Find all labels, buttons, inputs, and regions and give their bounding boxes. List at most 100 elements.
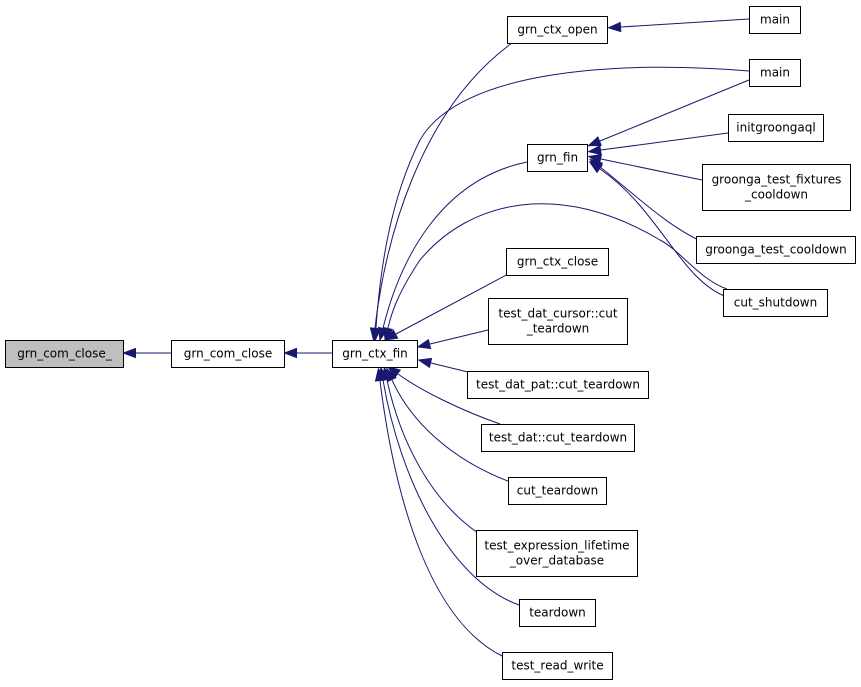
edge-test_read_write-to-grn_ctx_fin	[374, 367, 503, 657]
node-grn_fin[interactable]: grn_fin	[527, 144, 588, 172]
edge-groonga_test_fixtures_cooldown-to-grn_fin	[587, 153, 703, 181]
edge-line	[599, 168, 728, 298]
arrowhead-icon	[587, 153, 603, 165]
node-teardown[interactable]: teardown	[519, 599, 596, 627]
edge-line	[430, 362, 473, 374]
arrowhead-icon	[383, 329, 399, 341]
arrowhead-icon	[417, 357, 433, 369]
node-test_dat_cursor_cut_teardown[interactable]: test_dat_cursor::cut_teardown	[488, 298, 628, 345]
node-groonga_test_fixtures_cooldown[interactable]: groonga_test_fixtures_cooldown	[702, 164, 851, 211]
node-label: _cooldown	[744, 188, 808, 202]
node-grn_com_close_[interactable]: grn_com_close_	[5, 340, 124, 368]
node-cut_teardown[interactable]: cut_teardown	[508, 477, 607, 505]
node-box[interactable]	[488, 298, 628, 345]
edges-layer	[122, 18, 750, 657]
node-box[interactable]	[467, 371, 649, 399]
node-grn_ctx_open[interactable]: grn_ctx_open	[507, 16, 608, 44]
node-box[interactable]	[527, 144, 588, 172]
node-label: grn_ctx_fin	[342, 347, 408, 361]
node-test_dat_pat_cut_teardown[interactable]: test_dat_pat::cut_teardown	[467, 371, 649, 399]
edge-cut_shutdown-to-grn_ctx_fin	[382, 203, 728, 342]
edge-line	[395, 271, 513, 335]
edge-groonga_test_cooldown-to-grn_fin	[588, 158, 711, 246]
node-main_1[interactable]: main	[749, 6, 801, 34]
edge-test_dat_cut_teardown-to-grn_ctx_fin	[386, 365, 501, 425]
node-label: grn_com_close	[184, 347, 272, 361]
node-box[interactable]	[519, 599, 596, 627]
arrowhead-icon	[386, 365, 402, 379]
node-grn_com_close[interactable]: grn_com_close	[171, 340, 285, 368]
edge-line	[599, 79, 750, 142]
node-label: cut_teardown	[517, 484, 598, 498]
arrowhead-icon	[588, 161, 603, 174]
node-box[interactable]	[749, 6, 801, 34]
node-box[interactable]	[723, 289, 828, 317]
node-main_2[interactable]: main	[749, 59, 801, 87]
edge-line	[600, 132, 729, 151]
edge-line	[397, 373, 501, 425]
node-label: grn_fin	[537, 151, 578, 165]
node-label: main	[760, 13, 790, 27]
node-test_read_write[interactable]: test_read_write	[502, 652, 613, 680]
arrowhead-icon	[382, 326, 394, 342]
edge-cut_shutdown-to-grn_fin	[588, 161, 728, 298]
node-label: grn_com_close_	[17, 347, 112, 361]
edge-line	[375, 66, 750, 329]
node-box[interactable]	[506, 248, 609, 276]
edge-grn_com_close-to-grn_com_close_	[122, 347, 171, 359]
node-grn_ctx_close[interactable]: grn_ctx_close	[506, 248, 609, 276]
node-box[interactable]	[508, 477, 607, 505]
node-box[interactable]	[171, 340, 285, 368]
node-label: initgroongaql	[736, 121, 815, 135]
node-label: groonga_test_fixtures	[712, 173, 842, 187]
edge-main_1-to-grn_ctx_open	[607, 18, 750, 33]
arrowhead-icon	[416, 338, 432, 350]
node-initgroongaql[interactable]: initgroongaql	[728, 114, 824, 142]
node-label: groonga_test_cooldown	[705, 243, 847, 257]
edge-grn_ctx_fin-to-grn_com_close	[283, 347, 332, 359]
node-box[interactable]	[481, 424, 635, 452]
edge-initgroongaql-to-grn_fin	[587, 132, 729, 156]
edge-line	[374, 42, 513, 329]
arrowhead-icon	[607, 21, 622, 33]
node-box[interactable]	[5, 340, 124, 368]
edge-line	[391, 379, 514, 484]
edge-line	[379, 380, 503, 657]
node-box[interactable]	[507, 16, 608, 44]
node-label: test_dat::cut_teardown	[489, 431, 627, 445]
node-box[interactable]	[332, 340, 418, 368]
node-box[interactable]	[728, 114, 824, 142]
node-label: cut_shutdown	[734, 296, 817, 310]
edge-line	[620, 18, 750, 28]
node-box[interactable]	[749, 59, 801, 87]
node-label: main	[760, 66, 790, 80]
edge-line	[600, 158, 703, 181]
edge-line	[429, 329, 489, 345]
edge-grn_ctx_close-to-grn_ctx_fin	[383, 271, 513, 341]
node-box[interactable]	[696, 236, 856, 264]
node-label: test_dat_cursor::cut	[498, 307, 617, 321]
edge-test_expression_lifetime_over_database-to-grn_ctx_fin	[381, 366, 479, 534]
edge-line	[382, 161, 528, 329]
node-box[interactable]	[502, 652, 613, 680]
edge-test_dat_pat_cut_teardown-to-grn_ctx_fin	[417, 357, 473, 374]
node-grn_ctx_fin[interactable]: grn_ctx_fin	[332, 340, 418, 368]
edge-main_2-to-grn_ctx_fin	[370, 66, 750, 342]
edge-line	[386, 379, 479, 534]
node-box[interactable]	[702, 164, 851, 211]
node-groonga_test_cooldown[interactable]: groonga_test_cooldown	[696, 236, 856, 264]
node-label: grn_ctx_open	[517, 23, 597, 37]
arrowhead-icon	[283, 347, 297, 359]
edge-main_2-to-grn_fin	[587, 79, 750, 147]
node-label: test_dat_pat::cut_teardown	[476, 378, 640, 392]
node-box[interactable]	[476, 530, 638, 577]
node-label: _over_database	[509, 554, 604, 568]
node-test_expression_lifetime_over_database[interactable]: test_expression_lifetime_over_database	[476, 530, 638, 577]
node-label: teardown	[529, 606, 586, 620]
arrowhead-icon	[370, 327, 382, 342]
node-cut_shutdown[interactable]: cut_shutdown	[723, 289, 828, 317]
node-test_dat_cut_teardown[interactable]: test_dat::cut_teardown	[481, 424, 635, 452]
node-label: _teardown	[526, 322, 590, 336]
nodes-layer: grn_com_close_ grn_com_close grn_ctx_fin gr…	[5, 6, 856, 680]
